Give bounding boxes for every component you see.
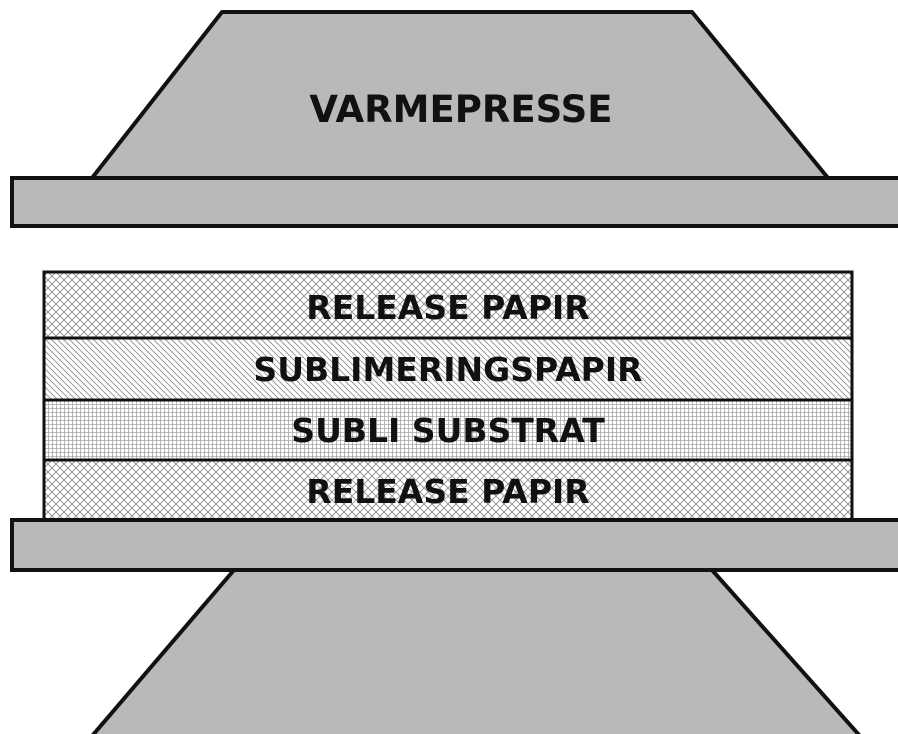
layer-label: SUBLIMERINGSPAPIR: [253, 350, 642, 389]
lower-platen: [10, 518, 898, 572]
press-title: VARMEPRESSE: [309, 88, 612, 131]
layer-fill: [42, 398, 854, 462]
lower-press-base: [91, 568, 861, 734]
layer-release-paper-top: RELEASE PAPIR: [42, 270, 854, 340]
layer-stack: RELEASE PAPIR SUBLIMERINGSPAPIR SUBLI SU…: [42, 270, 854, 522]
layer-subli-substrate: SUBLI SUBSTRAT: [42, 398, 854, 462]
layer-release-paper-bottom: RELEASE PAPIR: [42, 458, 854, 522]
upper-platen: [10, 176, 898, 228]
layer-sublimation-paper: SUBLIMERINGSPAPIR: [42, 336, 854, 402]
layer-fill: [42, 270, 854, 340]
layer-label: RELEASE PAPIR: [306, 288, 589, 327]
layer-label: RELEASE PAPIR: [306, 472, 589, 511]
layer-fill: [42, 458, 854, 522]
layer-label: SUBLI SUBSTRAT: [291, 411, 605, 450]
